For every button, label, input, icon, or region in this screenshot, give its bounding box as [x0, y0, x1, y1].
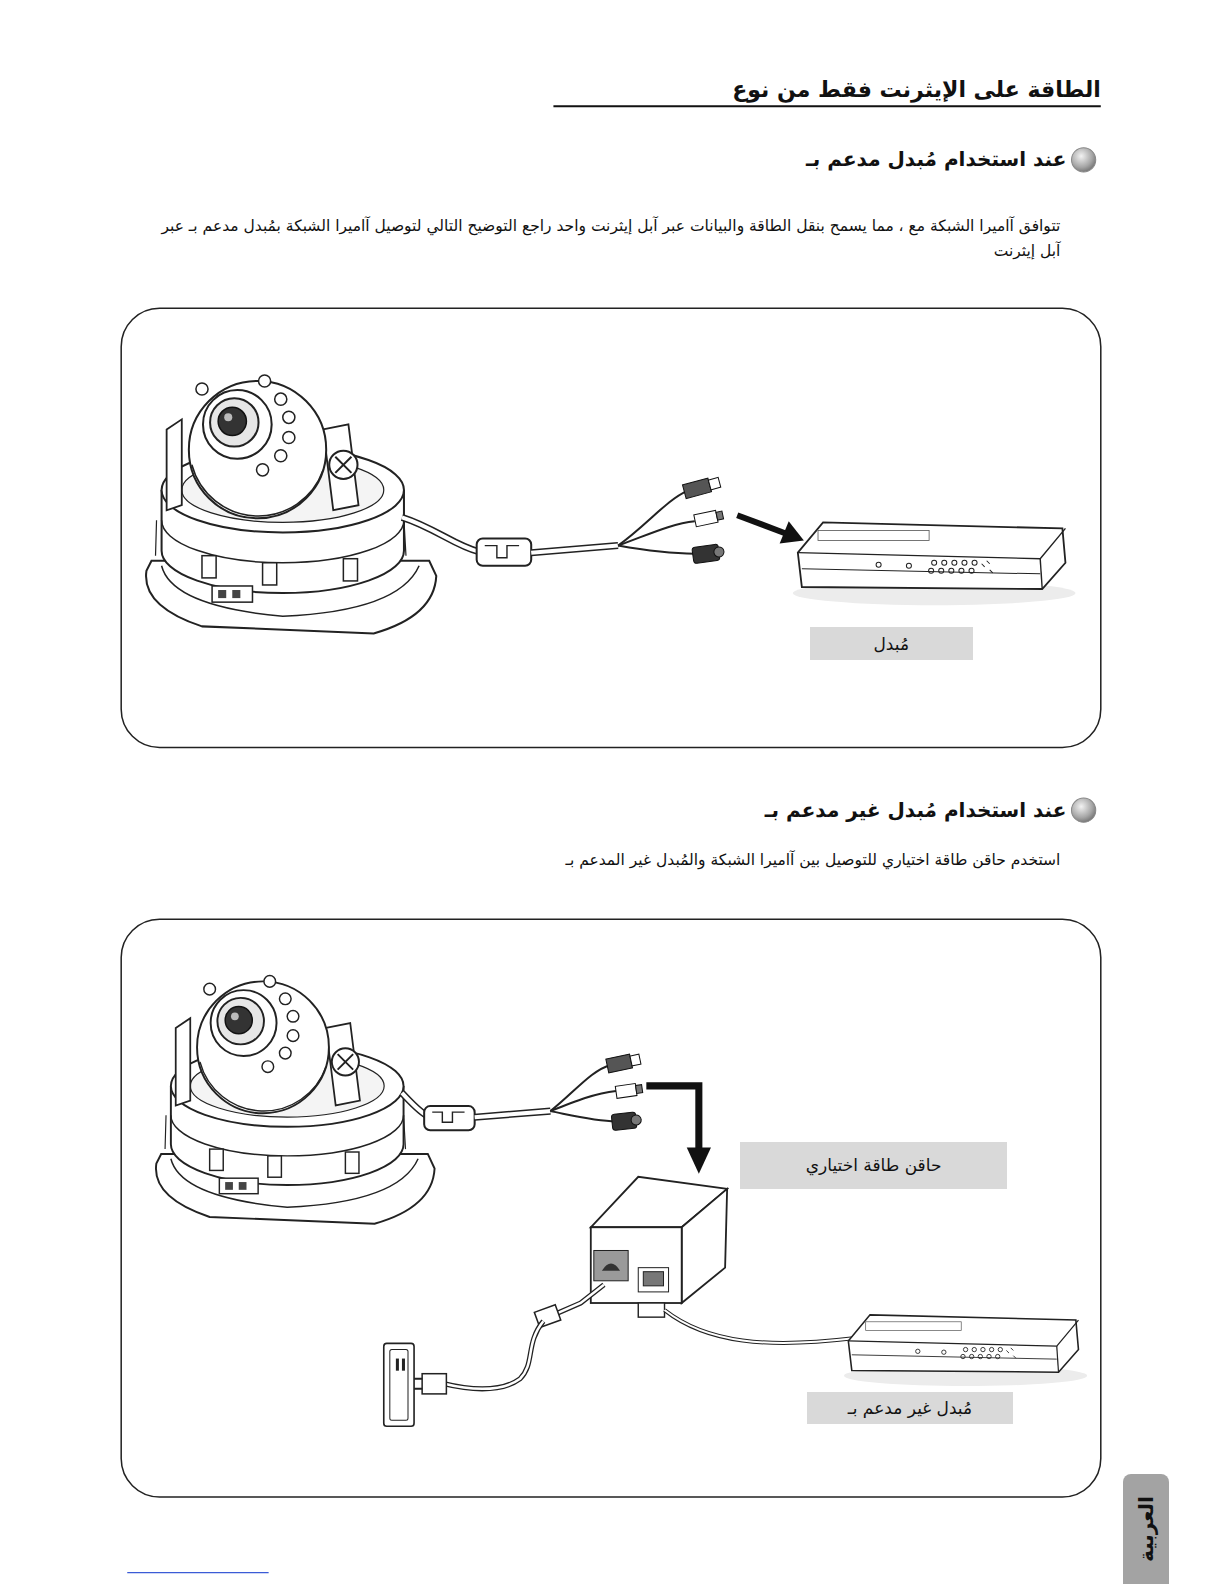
- art-rect: [638, 1303, 664, 1317]
- callout-box: حاقن طاقة اختياري: [740, 1142, 1007, 1188]
- art-rect: [638, 1268, 668, 1292]
- art-path: [618, 491, 687, 546]
- art-rect: [424, 1106, 474, 1130]
- art-rect: [636, 1085, 643, 1094]
- art-rect: [606, 1054, 633, 1073]
- art-path: [557, 1285, 603, 1313]
- figure-panel: [121, 919, 1101, 1497]
- art-path: [432, 1112, 464, 1122]
- art-rect: [477, 539, 532, 566]
- art-path: [402, 517, 479, 551]
- art-circle: [631, 1114, 642, 1125]
- section-heading: عند استخدام مُبدل غير مدعم بـ: [440, 796, 1066, 824]
- art-rect: [384, 1343, 414, 1426]
- tab-label: العربية: [1134, 1496, 1158, 1562]
- art-circle: [713, 546, 724, 557]
- link-rule: [127, 1572, 268, 1573]
- art-g: [692, 543, 725, 563]
- art-path: [557, 1285, 603, 1313]
- callout-box: مُبدل غير مدعم بـ: [807, 1392, 1013, 1424]
- language-tab: العربية: [1123, 1474, 1169, 1584]
- art-path: [475, 1111, 551, 1117]
- art-path: [402, 1093, 426, 1115]
- art-path: [550, 1111, 616, 1121]
- art-rect: [396, 1359, 399, 1371]
- camera-figure: [156, 976, 1087, 1427]
- body-paragraph: تتوافق آاميرا الشبكة مع ، مما يسمح بنقل …: [141, 214, 1060, 264]
- art-path: [444, 1321, 543, 1389]
- figure-panel: [121, 308, 1101, 747]
- callout-box: مُبدل: [810, 627, 973, 660]
- art-rect: [422, 1374, 446, 1394]
- art-g: [682, 475, 721, 498]
- art-path: [550, 1065, 611, 1111]
- art-rect: [682, 478, 711, 498]
- art-rect: [390, 1349, 408, 1420]
- art-path: [737, 515, 785, 533]
- art-path: [485, 546, 519, 558]
- callout-text: مُبدل غير مدعم بـ: [848, 1398, 972, 1418]
- art-rect: [594, 1250, 628, 1280]
- art-rect: [402, 1359, 405, 1371]
- art-path: [475, 1111, 551, 1117]
- art-rect: [643, 1272, 663, 1286]
- art-rect: [708, 477, 720, 489]
- art-g: [694, 509, 724, 527]
- art-use: [844, 1315, 1087, 1386]
- art-path: [665, 1310, 854, 1343]
- art-rect: [591, 1227, 682, 1303]
- art-polygon: [682, 1189, 727, 1303]
- art-path: [414, 1379, 422, 1389]
- camera-figure: [146, 375, 1075, 634]
- art-path: [531, 546, 618, 553]
- art-rect: [615, 1084, 637, 1099]
- page-title: الطاقة على الإيثرنت فقط من نوع: [535, 77, 1101, 102]
- art-g: [615, 1083, 643, 1099]
- art-path: [665, 1310, 854, 1343]
- callout-text: حاقن طاقة اختياري: [806, 1155, 942, 1175]
- art-path: [531, 546, 618, 553]
- art-use: [793, 522, 1076, 605]
- title-rule: [553, 105, 1100, 107]
- art-use: [146, 375, 436, 634]
- heading-bullet: [1072, 798, 1096, 822]
- art-path: [618, 521, 695, 545]
- callout-text: مُبدل: [873, 634, 909, 654]
- art-path: [618, 546, 695, 554]
- art-path: [402, 1093, 426, 1115]
- art-g: [611, 1111, 642, 1130]
- art-rect: [716, 511, 724, 520]
- art-use: [156, 976, 435, 1224]
- art-g: [606, 1052, 642, 1073]
- body-paragraph: استخدم حاقن طاقة اختياري للتوصيل بين آام…: [141, 848, 1060, 873]
- art-path: [550, 1091, 616, 1111]
- art-polygon: [780, 521, 804, 543]
- art-rect: [630, 1054, 641, 1066]
- art-rect: [694, 510, 718, 526]
- art-path: [402, 517, 479, 551]
- art-path: [602, 1264, 620, 1271]
- art-path: [646, 1086, 699, 1152]
- heading-bullet: [1072, 148, 1096, 172]
- section-heading: عند استخدام مُبدل مدعم بـ: [440, 145, 1066, 173]
- art-polygon: [687, 1147, 711, 1173]
- art-path: [444, 1321, 543, 1389]
